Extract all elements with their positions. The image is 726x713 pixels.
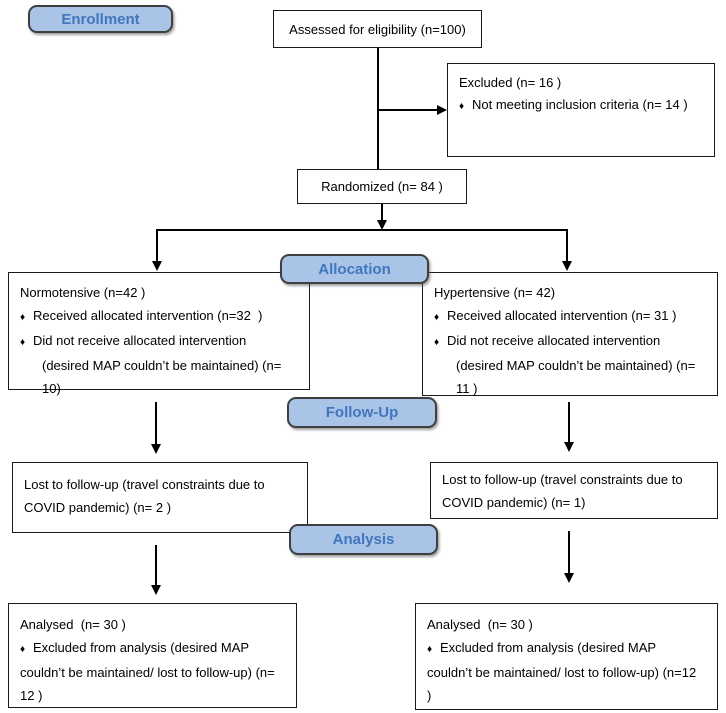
arrowhead-hypertensive-icon [562,261,572,271]
connector-right-analysis [568,531,570,575]
analysed-left-title: Analysed (n= 30 ) [20,617,126,632]
bullet-diamond-icon: ♦ [434,312,440,323]
lost-left-line-2: COVID pandemic) (n= 2 ) [24,500,172,515]
analysed-right-flush-2: ) [427,688,432,703]
bullet-diamond-icon: ♦ [427,644,433,655]
connector-split-right [566,229,568,262]
connector-left-analysis [155,545,157,587]
hypertensive-bullet-2: ♦Did not receive allocated intervention [434,329,709,354]
hypertensive-bullet-1: ♦Received allocated intervention (n= 31 … [434,304,709,329]
box-assessed-eligibility: Assessed for eligibility (n=100) [273,10,482,48]
analysed-left-flush-1: couldn’t be maintained/ lost to follow-u… [20,665,275,680]
analysed-left-bullet: ♦Excluded from analysis (desired MAP [20,636,288,661]
connector-split-horizontal [156,229,568,231]
assessed-text: Assessed for eligibility (n=100) [289,21,466,37]
hypertensive-title: Hypertensive (n= 42) [434,285,556,300]
hypertensive-cont-2: 11 ) [456,381,478,396]
box-excluded: Excluded (n= 16 ) ♦Not meeting inclusion… [447,63,715,157]
connector-to-excluded [378,109,438,111]
lost-right-line-2: COVID pandemic) (n= 1) [442,495,586,510]
analysed-left-flush-2: 12 ) [20,688,43,703]
box-analysed-left: Analysed (n= 30 ) ♦Excluded from analysi… [8,603,297,708]
box-lost-followup-left: Lost to follow-up (travel constraints du… [12,462,308,533]
normotensive-bullet-2: ♦Did not receive allocated intervention [20,329,301,354]
box-randomized: Randomized (n= 84 ) [297,169,467,204]
bullet-diamond-icon: ♦ [20,644,26,655]
arrowhead-analysed-right-icon [564,573,574,583]
randomized-text: Randomized (n= 84 ) [321,179,443,194]
bullet-diamond-icon: ♦ [434,337,440,348]
arrowhead-normotensive-icon [152,261,162,271]
normotensive-cont-2: 10) [42,381,61,396]
normotensive-cont-1: (desired MAP couldn’t be maintained) (n= [42,358,282,373]
box-hypertensive: Hypertensive (n= 42) ♦Received allocated… [422,272,718,396]
connector-split-left [156,229,158,262]
connector-randomized-down [381,204,383,222]
normotensive-bullet-1: ♦Received allocated intervention (n=32 ) [20,304,301,329]
box-analysed-right: Analysed (n= 30 ) ♦Excluded from analysi… [415,603,718,710]
arrowhead-excluded-icon [437,105,447,115]
analysed-right-bullet: ♦Excluded from analysis (desired MAP [427,636,709,661]
connector-left-followup [155,402,157,446]
normotensive-title: Normotensive (n=42 ) [20,285,146,300]
arrowhead-split-icon [377,220,387,230]
lost-left-line-1: Lost to follow-up (travel constraints du… [24,477,265,492]
stage-label-follow-up: Follow-Up [287,397,437,428]
arrowhead-analysed-left-icon [151,585,161,595]
bullet-diamond-icon: ♦ [459,101,465,112]
bullet-diamond-icon: ♦ [20,312,26,323]
stage-label-analysis: Analysis [289,524,438,555]
bullet-diamond-icon: ♦ [20,337,26,348]
analysed-right-flush-1: couldn’t be maintained/ lost to follow-u… [427,665,697,680]
connector-right-followup [568,402,570,444]
connector-assessed-to-randomized [377,48,379,169]
lost-right-line-1: Lost to follow-up (travel constraints du… [442,472,683,487]
hypertensive-cont-1: (desired MAP couldn’t be maintained) (n= [456,358,696,373]
arrowhead-lost-right-icon [564,442,574,452]
excluded-bullet: ♦Not meeting inclusion criteria (n= 14 ) [459,94,706,118]
stage-label-enrollment: Enrollment [28,5,173,33]
arrowhead-lost-left-icon [151,444,161,454]
excluded-title: Excluded (n= 16 ) [459,75,562,90]
box-normotensive: Normotensive (n=42 ) ♦Received allocated… [8,272,310,396]
box-lost-followup-right: Lost to follow-up (travel constraints du… [430,462,718,519]
stage-label-allocation: Allocation [280,254,429,284]
analysed-right-title: Analysed (n= 30 ) [427,617,533,632]
